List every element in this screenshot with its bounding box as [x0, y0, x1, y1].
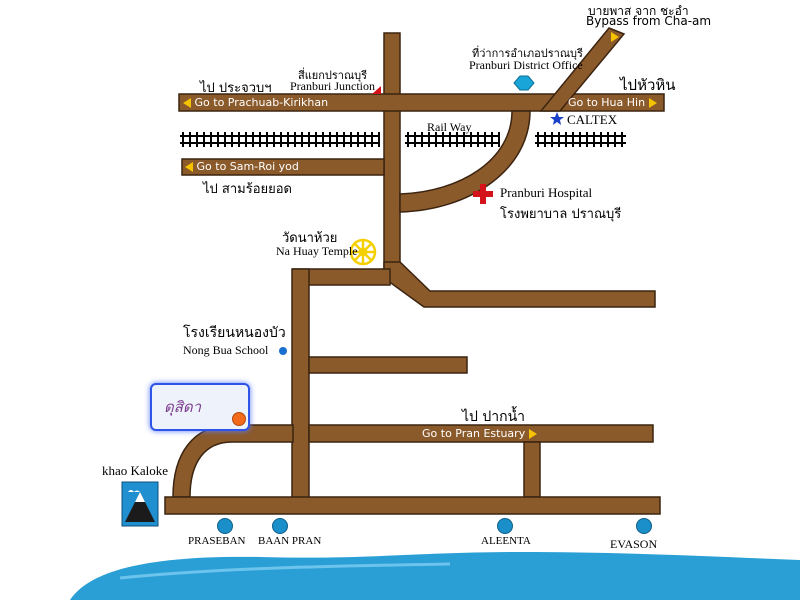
road-bypass-cha-am — [539, 27, 626, 112]
road-sam-roi-yod — [181, 158, 385, 176]
district-office-thai-label: ที่ว่าการอำเภอปราณบุรี — [472, 47, 583, 60]
road-curve-hospital — [399, 110, 531, 213]
arrow-right-icon — [528, 429, 537, 439]
road-main-vertical — [383, 32, 401, 279]
hospital-cross-icon — [473, 184, 493, 204]
road-aleenta-spur — [523, 441, 541, 498]
temple-en-label: Na Huay Temple — [276, 244, 358, 258]
sam-roi-yod-thai-label: ไป สามร้อยยอด — [203, 182, 293, 197]
stop-aleenta-icon — [497, 518, 513, 534]
junction-marker — [372, 86, 381, 94]
road-loop-west — [172, 424, 294, 498]
mountain-label: khao Kaloke — [102, 463, 169, 478]
stop-baan-pran-icon — [272, 518, 288, 534]
resort-location-dot — [232, 412, 246, 426]
road-prachuab-huahin — [178, 93, 665, 112]
sam-roi-yod-road-label: Go to Sam-Roi yod — [185, 160, 299, 173]
caltex-label: CALTEX — [567, 112, 618, 127]
road-west-vertical — [291, 268, 310, 510]
road-beach — [164, 496, 661, 515]
junction-thai-label: สี่แยกปราณบุรี — [298, 69, 368, 82]
district-office-en-label: Pranburi District Office — [469, 58, 583, 72]
arrow-right-icon — [648, 98, 657, 108]
pran-estuary-thai-label: ไป ปากน้ำ — [462, 409, 526, 425]
mountain-icon — [121, 481, 159, 527]
stop-aleenta-label: ALEENTA — [481, 535, 531, 547]
railway — [180, 132, 626, 147]
road-diagonal-east — [383, 261, 656, 308]
bypass-arrow — [611, 26, 619, 45]
temple-thai-label: วัดนาห้วย — [282, 231, 338, 246]
hua-hin-thai-label: ไปหัวหิน — [620, 76, 676, 94]
cha-am-en-label: Bypass from Cha-am — [586, 14, 712, 28]
pran-estuary-road-label: Go to Pran Estuary — [422, 427, 537, 440]
road-pran-estuary — [308, 424, 654, 443]
school-icon — [279, 347, 287, 355]
hua-hin-road-label: Go to Hua Hin — [568, 96, 657, 109]
prachuab-thai-label: ไป ประจวบฯ — [200, 81, 272, 96]
hospital-en-label: Pranburi Hospital — [500, 185, 593, 200]
arrow-left-icon — [183, 98, 191, 108]
temple-wheel-icon — [349, 238, 377, 266]
hua-hin-en-label: Go to Hua Hin — [568, 96, 646, 109]
railway-label: Rail Way — [427, 120, 472, 134]
arrow-right-icon — [611, 31, 619, 42]
caltex-star-icon — [550, 112, 564, 125]
school-en-label: Nong Bua School — [183, 343, 269, 357]
school-thai-label: โรงเรียนหนองบัว — [183, 325, 286, 341]
stop-praseban-icon — [217, 518, 233, 534]
sam-roi-yod-en-label: Go to Sam-Roi yod — [196, 160, 299, 173]
district-office-icon — [513, 75, 535, 91]
resort-logo: ดุสิดา — [164, 398, 202, 416]
road-network — [164, 27, 665, 515]
junction-en-label: Pranburi Junction — [290, 79, 375, 93]
stop-evason-label: EVASON — [610, 537, 658, 551]
resort-marker[interactable]: ดุสิดา — [150, 383, 250, 431]
arrow-left-icon — [185, 162, 193, 172]
cha-am-thai-label: บายพาส จาก ชะอำ — [588, 4, 689, 18]
pran-estuary-en-label: Go to Pran Estuary — [422, 427, 526, 440]
stop-evason-icon — [636, 518, 652, 534]
sea-highlight — [119, 562, 451, 580]
prachuab-en-label: Go to Prachuab-Kirikhan — [194, 96, 329, 109]
sea — [70, 552, 800, 600]
prachuab-road-label: Go to Prachuab-Kirikhan — [183, 96, 328, 109]
stop-praseban-label: PRASEBAN — [188, 535, 246, 547]
hospital-thai-label: โรงพยาบาล ปราณบุรี — [500, 207, 622, 222]
stop-baan-pran-label: BAAN PRAN — [258, 535, 322, 547]
road-school — [308, 356, 468, 374]
